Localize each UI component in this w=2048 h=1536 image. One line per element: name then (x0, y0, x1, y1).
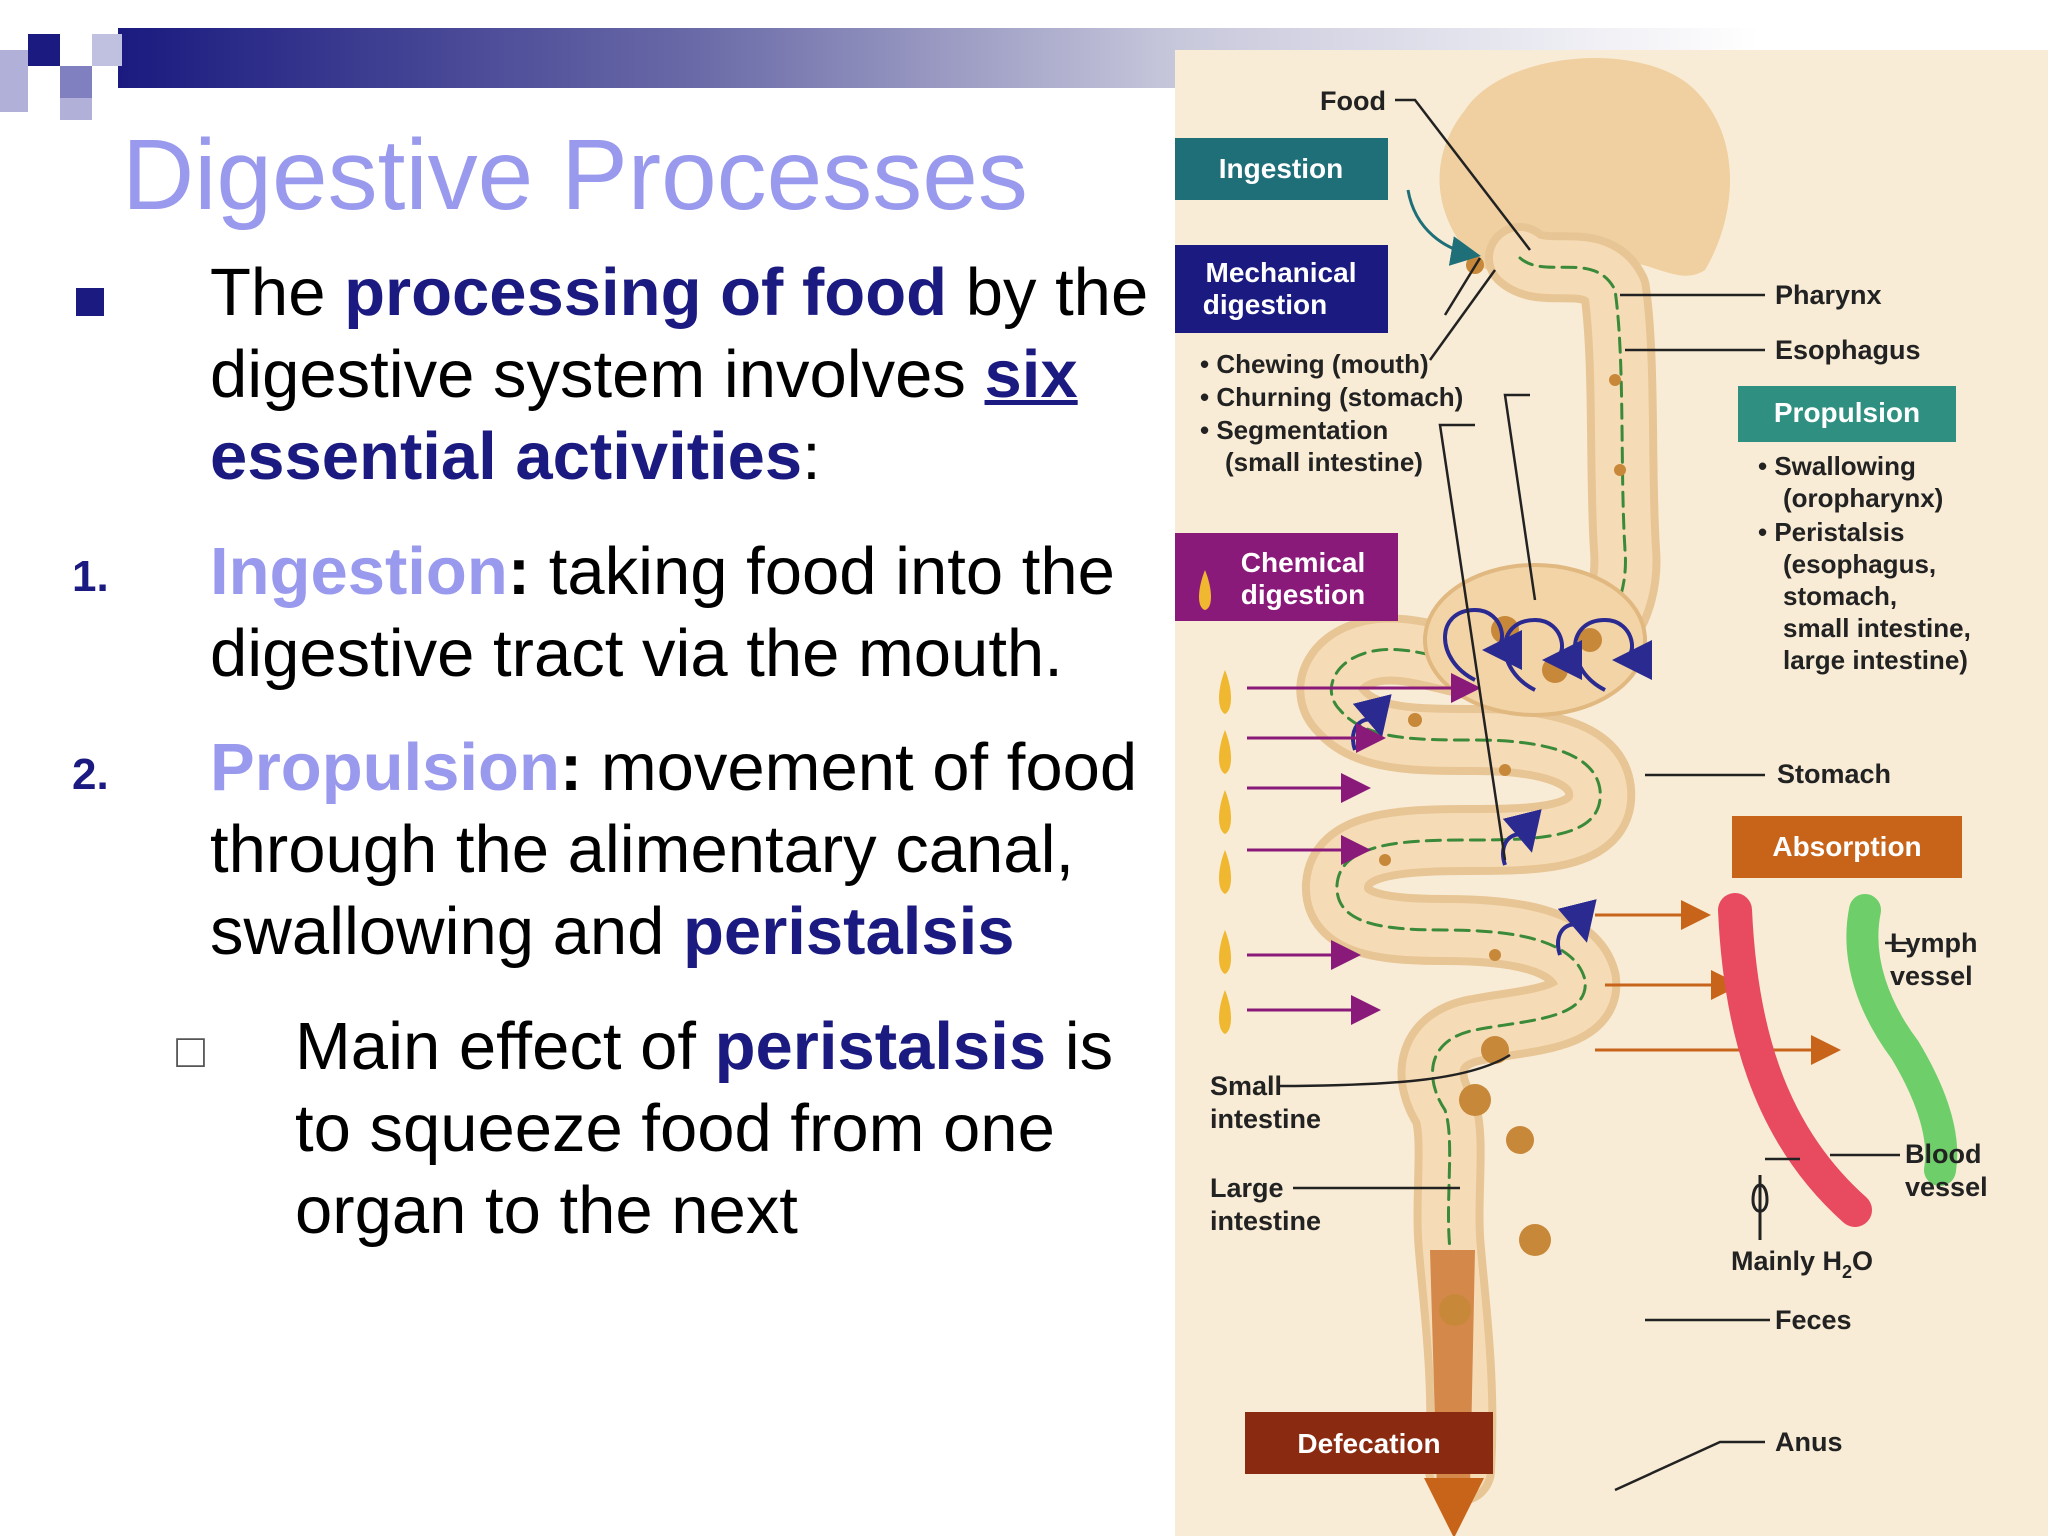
intro-emphasis-activities: essential activities (210, 419, 803, 494)
item-2-emphasis: peristalsis (683, 894, 1015, 969)
prop-list-peristalsis: • Peristalsis (1758, 517, 1904, 547)
prop-list-esophagus: (esophagus, (1783, 549, 1936, 579)
mech-list-churning: • Churning (stomach) (1200, 382, 1463, 412)
item-1-text: taking food into the digestive tract via… (210, 534, 1115, 691)
item-propulsion: Propulsion: movement of food through the… (210, 727, 1170, 973)
intro-emphasis-six: six (984, 337, 1078, 412)
h2o-text-1: Mainly H (1731, 1246, 1842, 1276)
label-large-intestine-2: intestine (1210, 1206, 1321, 1236)
prop-list-small-intestine: small intestine, (1783, 613, 1971, 643)
propulsion-box-label: Propulsion (1774, 397, 1920, 428)
ingestion-box-label: Ingestion (1219, 153, 1343, 184)
lymph-vessel (1846, 894, 1958, 1186)
intro-text-1: The (210, 255, 345, 330)
intro-paragraph: The processing of food by the digestive … (210, 252, 1170, 498)
chemical-droplet-icon (1199, 570, 1211, 610)
label-blood-1: Blood (1905, 1139, 1981, 1169)
intro-text-2: by the digestive system involves (210, 255, 1149, 412)
water-absorption-marker (1751, 1175, 1769, 1240)
enzyme-droplets (1219, 670, 1231, 1034)
absorption-box (1732, 816, 1962, 878)
intro-text-3: : (802, 419, 821, 494)
label-small-intestine-2: intestine (1210, 1104, 1321, 1134)
corner-square-light (0, 50, 28, 112)
label-pharynx: Pharynx (1775, 280, 1882, 310)
label-feces: Feces (1775, 1305, 1852, 1335)
term-propulsion: Propulsion (210, 730, 560, 805)
label-anus: Anus (1775, 1427, 1843, 1457)
item-1-separator: : (507, 534, 531, 609)
label-food: Food (1320, 86, 1386, 116)
sub-item-peristalsis: Main effect of peristalsis is to squeeze… (295, 1006, 1165, 1252)
h2o-subscript: 2 (1842, 1262, 1852, 1282)
h2o-text-2: O (1852, 1246, 1873, 1276)
chemical-label-2: digestion (1241, 579, 1365, 610)
blood-vessel (1718, 893, 1872, 1227)
item-2-text: movement of food through the alimentary … (210, 730, 1138, 969)
corner-square-pale (92, 34, 122, 66)
prop-list-oropharynx: (oropharynx) (1783, 483, 1943, 513)
corner-square-small (60, 98, 92, 120)
absorption-arrows (1595, 900, 1841, 1065)
label-esophagus: Esophagus (1775, 335, 1921, 365)
item-number-2: 2. (72, 750, 109, 799)
mech-list-small-intestine: (small intestine) (1225, 447, 1423, 477)
sub-item-text-2: is to squeeze food from one organ to the… (295, 1009, 1114, 1248)
slide-title: Digestive Processes (122, 119, 1028, 231)
term-ingestion: Ingestion (210, 534, 508, 609)
intro-emphasis-processing: processing of food (344, 255, 948, 330)
leader-lines (1280, 98, 1910, 1492)
item-2-separator: : (559, 730, 583, 805)
absorption-box-label: Absorption (1772, 831, 1921, 862)
label-lymph-2: vessel (1890, 961, 1973, 991)
sub-item-text-1: Main effect of (295, 1009, 715, 1084)
enzyme-arrows (1247, 673, 1481, 1025)
label-lymph-1: Lymph (1890, 928, 1978, 958)
ingestion-box (1175, 138, 1388, 200)
item-number-1: 1. (72, 552, 109, 601)
label-stomach: Stomach (1777, 759, 1891, 789)
square-bullet-icon (76, 288, 104, 316)
label-blood-2: vessel (1905, 1172, 1988, 1202)
prop-list-swallowing: • Swallowing (1758, 451, 1916, 481)
mechanical-digestion-box (1175, 245, 1388, 333)
chemical-label-1: Chemical (1241, 547, 1366, 578)
prop-list-large-intestine: large intestine) (1783, 645, 1968, 675)
defecation-box (1245, 1412, 1493, 1474)
digestive-system-diagram: Ingestion Mechanical digestion • Chewing… (1175, 50, 2048, 1536)
item-ingestion: Ingestion: taking food into the digestiv… (210, 531, 1170, 695)
label-mainly-h2o: Mainly H2O (1731, 1246, 1873, 1282)
mechanical-label-2: digestion (1203, 289, 1327, 320)
stomach-shape (1423, 563, 1647, 717)
label-small-intestine-1: Small (1210, 1071, 1282, 1101)
propulsion-box (1738, 386, 1956, 442)
sub-item-emphasis: peristalsis (714, 1009, 1047, 1084)
defecation-box-label: Defecation (1297, 1428, 1440, 1459)
chemical-digestion-box (1175, 533, 1398, 621)
corner-square-mid (60, 66, 92, 98)
mech-list-segmentation: • Segmentation (1200, 415, 1388, 445)
hollow-square-bullet-icon: □ (176, 1025, 205, 1078)
mech-list-chewing: • Chewing (mouth) (1200, 349, 1429, 379)
label-large-intestine-1: Large (1210, 1173, 1284, 1203)
head-silhouette (1439, 57, 1730, 276)
mechanical-label-1: Mechanical (1206, 257, 1357, 288)
prop-list-stomach: stomach, (1783, 581, 1897, 611)
corner-square-dark (28, 34, 60, 66)
